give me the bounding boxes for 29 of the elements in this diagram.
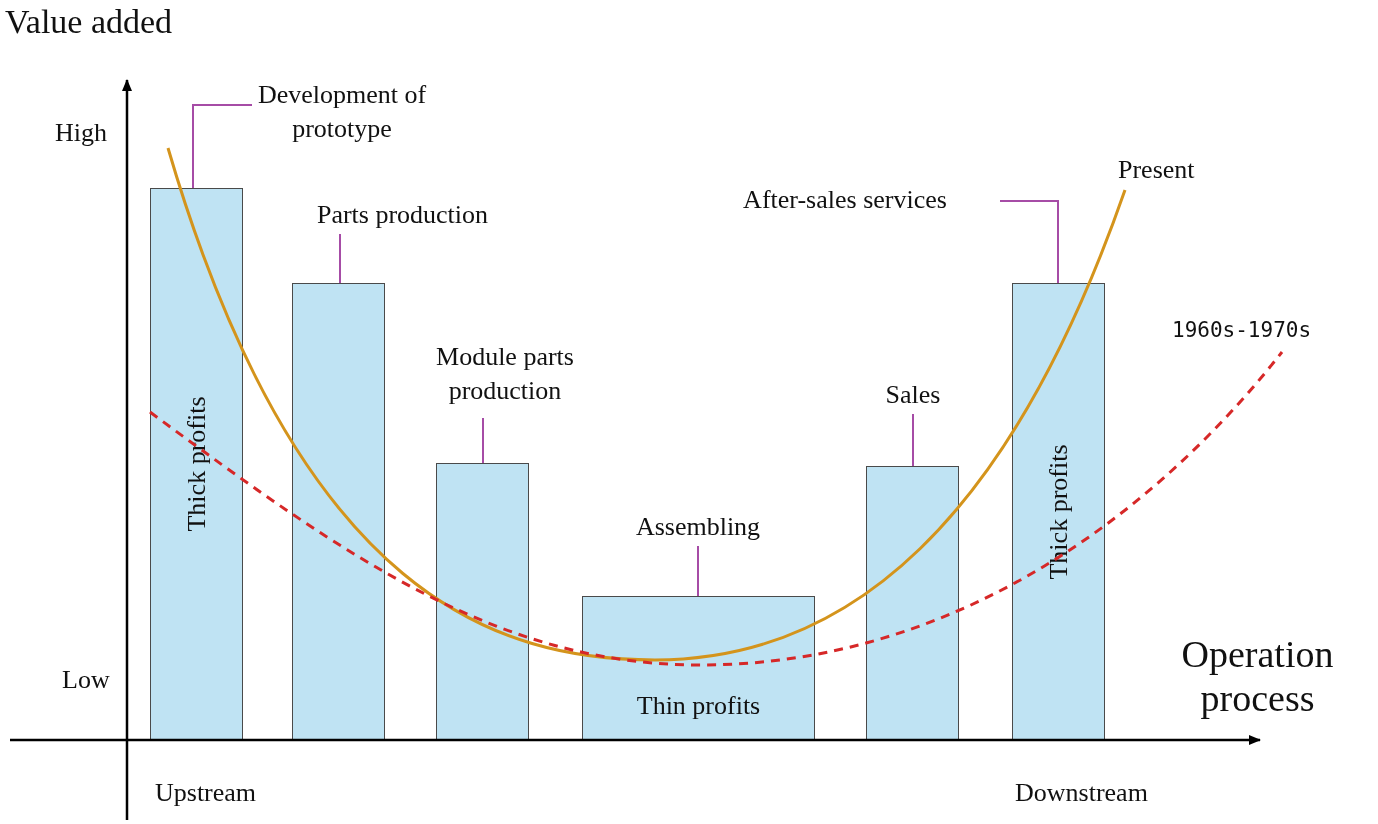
leader-line — [999, 200, 1059, 284]
profit-bar — [150, 188, 243, 740]
profit-bar — [866, 466, 959, 740]
leader-line — [697, 545, 699, 597]
axis-title: Operation process — [1180, 632, 1335, 720]
axis-end-label: Upstream — [155, 778, 257, 808]
axis-tick-label: Low — [62, 665, 110, 695]
stage-label: Assembling — [608, 510, 788, 546]
profit-label: Thin profits — [636, 691, 761, 721]
profit-bar — [582, 596, 815, 740]
profit-label: Thick profits — [181, 396, 212, 532]
profit-bar — [436, 463, 529, 740]
stage-label: Parts production — [275, 198, 530, 234]
axis-end-label: Downstream — [1015, 778, 1148, 808]
profit-label: Thick profits — [1043, 444, 1074, 579]
axis-tick-label: High — [55, 118, 107, 148]
leader-line — [192, 104, 253, 189]
curve-label: Present — [1118, 155, 1195, 185]
leader-line — [912, 413, 914, 467]
curve-label: 1960s-1970s — [1172, 318, 1312, 342]
stage-label: After-sales services — [690, 183, 1000, 219]
leader-line — [339, 233, 341, 284]
stage-label: Sales — [860, 378, 966, 414]
profit-bar — [292, 283, 385, 740]
stage-label: Development of prototype — [252, 78, 432, 156]
stage-label: Module parts production — [395, 340, 615, 418]
profit-bar — [1012, 283, 1105, 740]
leader-line — [482, 417, 484, 464]
axis-title: Value added — [5, 3, 173, 41]
